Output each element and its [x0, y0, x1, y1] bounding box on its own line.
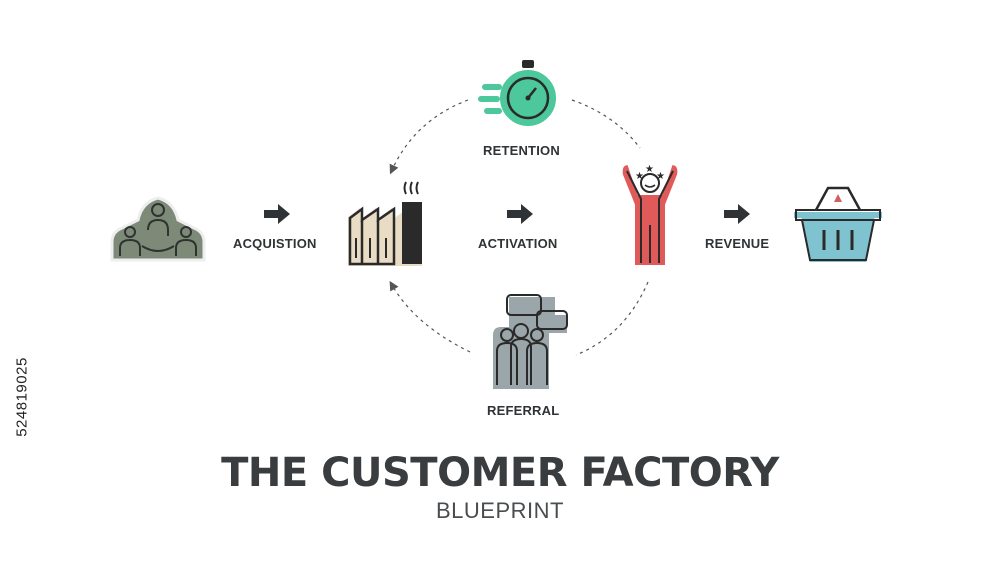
svg-text:★: ★: [656, 171, 665, 182]
activation-label: ACTIVATION: [478, 236, 558, 251]
people-group-icon: [110, 196, 206, 262]
factory-icon: [344, 181, 426, 270]
right-arrow-icon: [264, 204, 290, 224]
happy-to-retention-dashes: [571, 99, 641, 149]
svg-text:★: ★: [645, 164, 654, 175]
revenue-label: REVENUE: [705, 236, 770, 251]
happy-person-stars-icon: ★ ★ ★: [618, 160, 682, 269]
retention-to-factory-arrow: [389, 99, 469, 175]
chatting-people-icon: [489, 293, 571, 393]
referral-to-factory-arrow: [389, 280, 471, 353]
stopwatch-icon: [478, 60, 560, 130]
svg-text:★: ★: [635, 171, 644, 182]
stock-id-text: 524819025: [13, 357, 31, 437]
retention-label: RETENTION: [483, 143, 560, 158]
happy-to-referral-dashes: [575, 281, 649, 356]
stock-id-watermark: 524819025: [10, 322, 34, 472]
acquisition-label: ACQUISTION: [233, 236, 317, 251]
page-subtitle: BLUEPRINT: [436, 498, 564, 523]
referral-label: REFERRAL: [487, 403, 560, 418]
right-arrow-icon: [724, 204, 750, 224]
page-title: THE CUSTOMER FACTORY: [221, 450, 779, 496]
shopping-basket-icon: [790, 186, 886, 266]
right-arrow-icon: [507, 204, 533, 224]
